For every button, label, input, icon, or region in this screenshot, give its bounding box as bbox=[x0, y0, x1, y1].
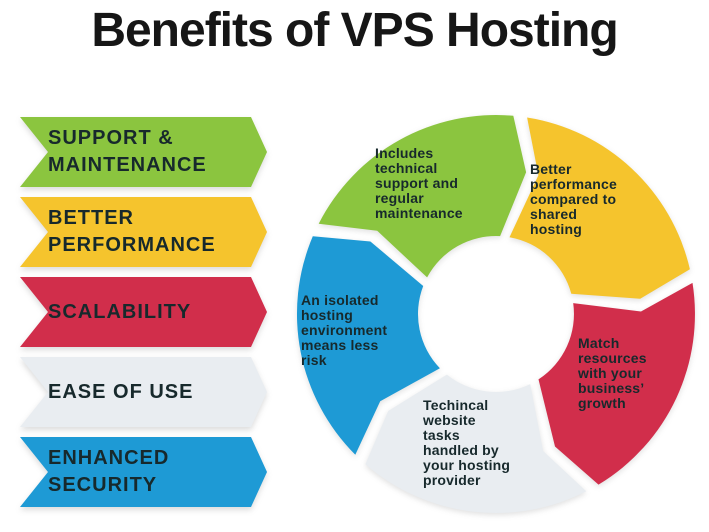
segment-better-performance bbox=[509, 117, 690, 299]
segment-label-ease-of-use: Techincal website tasks handled by your … bbox=[423, 397, 511, 488]
banner-arrow-shape: EASE OF USE bbox=[20, 357, 267, 427]
banner-label: SUPPORT & MAINTENANCE bbox=[48, 127, 207, 176]
segment-label-support-maintenance: Includes technical support and regular m… bbox=[375, 145, 463, 221]
banner-better-performance: BETTER PERFORMANCE bbox=[20, 197, 267, 267]
segment-label-scalability: Match resources with your business’ grow… bbox=[578, 335, 647, 411]
segment-label-better-performance: Better performance compared to shared ho… bbox=[530, 161, 618, 237]
segment-scalability bbox=[538, 282, 695, 485]
cycle-diagram-svg bbox=[296, 115, 695, 513]
banner-label: ENHANCED SECURITY bbox=[48, 447, 170, 496]
banner-support-maintenance: SUPPORT & MAINTENANCE bbox=[20, 117, 267, 187]
banner-arrow-shape: ENHANCED SECURITY bbox=[20, 437, 267, 507]
banner-label: BETTER PERFORMANCE bbox=[48, 207, 216, 256]
segment-ease-of-use bbox=[365, 374, 587, 513]
segment-enhanced-security bbox=[296, 236, 440, 455]
banner-arrow-shape: BETTER PERFORMANCE bbox=[20, 197, 267, 267]
banner-arrow-shape: SCALABILITY bbox=[20, 277, 267, 347]
banner-scalability: SCALABILITY bbox=[20, 277, 267, 347]
page-title: Benefits of VPS Hosting bbox=[91, 4, 618, 57]
segment-label-enhanced-security: An isolated hosting environment means le… bbox=[301, 292, 388, 368]
banner-label: EASE OF USE bbox=[48, 380, 194, 403]
segment-support-maintenance bbox=[318, 115, 527, 278]
cycle-diagram: Includes technical support and regular m… bbox=[288, 106, 708, 526]
banner-label: SCALABILITY bbox=[48, 300, 192, 323]
banner-ease-of-use: EASE OF USE bbox=[20, 357, 267, 427]
banner-enhanced-security: ENHANCED SECURITY bbox=[20, 437, 267, 507]
banner-arrow-shape: SUPPORT & MAINTENANCE bbox=[20, 117, 267, 187]
